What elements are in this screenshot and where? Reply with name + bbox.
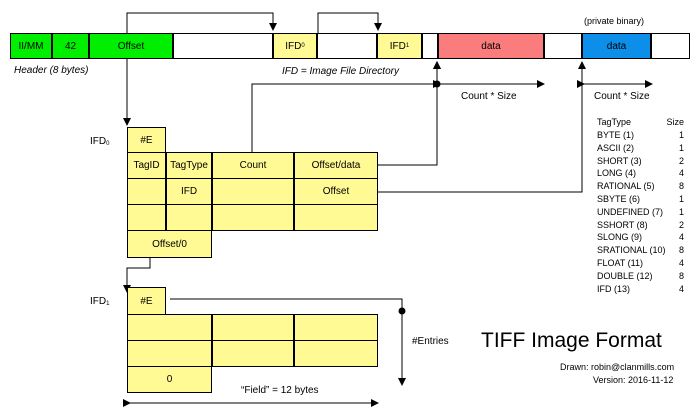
- tagtype-row-size: 8: [678, 181, 684, 192]
- tagtype-row-name: DOUBLE (12): [597, 270, 653, 281]
- strip-gap-3: [422, 33, 438, 59]
- diagram-title: TIFF Image Format: [481, 329, 662, 352]
- ifd-note: IFD = Image File Directory: [282, 66, 399, 77]
- ifd1-r1-b: [212, 314, 294, 341]
- tagtype-row-name: SBYTE (6): [597, 194, 641, 204]
- tagtype-row-size: 1: [678, 142, 684, 153]
- junction-dot-2: [398, 307, 406, 315]
- ifd0-col-tagtype: TagType: [166, 152, 212, 179]
- arrow-ifd0-next-to-ifd1: [123, 258, 151, 293]
- tagtype-row-name: RATIONAL (5): [597, 181, 655, 192]
- tagsize-header: Size: [666, 117, 684, 127]
- header-offset: Offset: [89, 33, 173, 59]
- tagtype-row-name: UNDEFINED (7): [597, 206, 664, 217]
- ifd1-next-zero: 0: [127, 366, 212, 393]
- ifd1-entries: #E: [127, 287, 166, 315]
- ifd0-r2-tagid: [127, 204, 166, 231]
- ifd1-block-label-text: IFD: [90, 296, 107, 307]
- tagtype-row-size: 2: [678, 219, 684, 230]
- tagtype-row-name: FLOAT (11): [597, 258, 644, 268]
- strip-ifd1-sub: 1: [405, 43, 410, 49]
- tagtype-row-size: 4: [678, 258, 684, 268]
- tagtype-row-size: 1: [678, 206, 684, 217]
- entries-span: [170, 298, 406, 386]
- ifd1-r2-c: [294, 340, 378, 367]
- header-caption: Header (8 bytes): [14, 65, 89, 76]
- ifd0-next-offset: Offset/0: [127, 230, 212, 258]
- strip-data-blue: data: [582, 33, 651, 59]
- tagtype-row-size: 8: [678, 270, 684, 281]
- tagtype-row-name: ASCII (2): [597, 142, 635, 153]
- ifd0-r2-offset: [294, 204, 378, 231]
- strip-ifd0-label: IFD: [285, 40, 302, 52]
- entries-label: #Entries: [412, 336, 449, 347]
- count-size-label-1: Count * Size: [461, 91, 517, 102]
- ifd0-entries: #E: [127, 127, 166, 153]
- ifd0-block-label-sub: 0: [106, 141, 110, 147]
- ifd0-block-label: IFD0: [90, 136, 109, 147]
- tagtype-row-size: 4: [678, 232, 684, 243]
- count-size-label-2: Count * Size: [594, 91, 650, 102]
- arrow-offset-to-ifd0-strip: [126, 12, 277, 33]
- tagtype-row-size: 1: [678, 194, 684, 204]
- ifd0-r1-offset: Offset: [294, 178, 378, 205]
- field-size-note: “Field” = 12 bytes: [241, 385, 319, 396]
- ifd0-r1-count: [212, 178, 294, 205]
- tagtype-row-name: SLONG (9): [597, 232, 643, 243]
- strip-ifd1-label: IFD: [389, 40, 406, 52]
- arrow-ifd0-to-ifd1-strip: [317, 12, 382, 33]
- ifd1-r1-a: [127, 314, 212, 341]
- tagtype-row-size: 4: [678, 168, 684, 179]
- tagtype-header: TagType: [597, 117, 632, 127]
- ifd1-r2-a: [127, 340, 212, 367]
- ifd1-block-label: IFD1: [90, 296, 109, 307]
- strip-ifd0-sub: 0: [301, 43, 305, 49]
- ifd1-r1-c: [294, 314, 378, 341]
- ifd0-block-label-text: IFD: [90, 136, 107, 147]
- arrow-offset-to-private-data: [378, 61, 586, 193]
- tagtype-row-size: 1: [678, 130, 684, 140]
- ifd1-block-label-sub: 1: [106, 301, 110, 307]
- strip-data-red: data: [438, 33, 544, 59]
- tagtype-row-name: IFD (13): [597, 283, 631, 294]
- version: Version: 2016-11-12: [593, 375, 674, 385]
- ifd0-r2-tagtype: [166, 204, 212, 231]
- tagtype-row-name: SSHORT (8): [597, 219, 648, 230]
- ifd0-r2-count: [212, 204, 294, 231]
- ifd0-col-tagid: TagID: [127, 152, 166, 179]
- ifd0-col-offset: Offset/data: [294, 152, 378, 179]
- ifd0-col-count: Count: [212, 152, 294, 179]
- tagtype-row-name: SHORT (3): [597, 155, 642, 166]
- strip-gap-1: [173, 33, 273, 59]
- junction-dot-1: [433, 80, 441, 88]
- strip-gap-5: [651, 33, 690, 59]
- strip-gap-4: [544, 33, 582, 59]
- header-byte-order: II/MM: [10, 33, 52, 59]
- arrow-offsetdata-to-data: [378, 61, 441, 166]
- tagtype-row-size: 8: [678, 245, 684, 256]
- tagtype-row-name: SRATIONAL (10): [597, 245, 666, 256]
- strip-gap-2: [317, 33, 377, 59]
- tagtype-row-name: LONG (4): [597, 168, 637, 179]
- ifd0-r1-tagid: [127, 178, 166, 205]
- private-binary-label: (private binary): [584, 16, 645, 26]
- header-magic: 42: [52, 33, 89, 59]
- drawn-by: Drawn: robin@clanmills.com: [560, 362, 675, 372]
- ifd1-r2-b: [212, 340, 294, 367]
- tagtype-row-size: 2: [678, 155, 684, 166]
- tagtype-row-size: 4: [678, 283, 684, 294]
- tagtype-row-name: BYTE (1): [597, 130, 635, 140]
- ifd0-r1-tagtype: IFD: [166, 178, 212, 205]
